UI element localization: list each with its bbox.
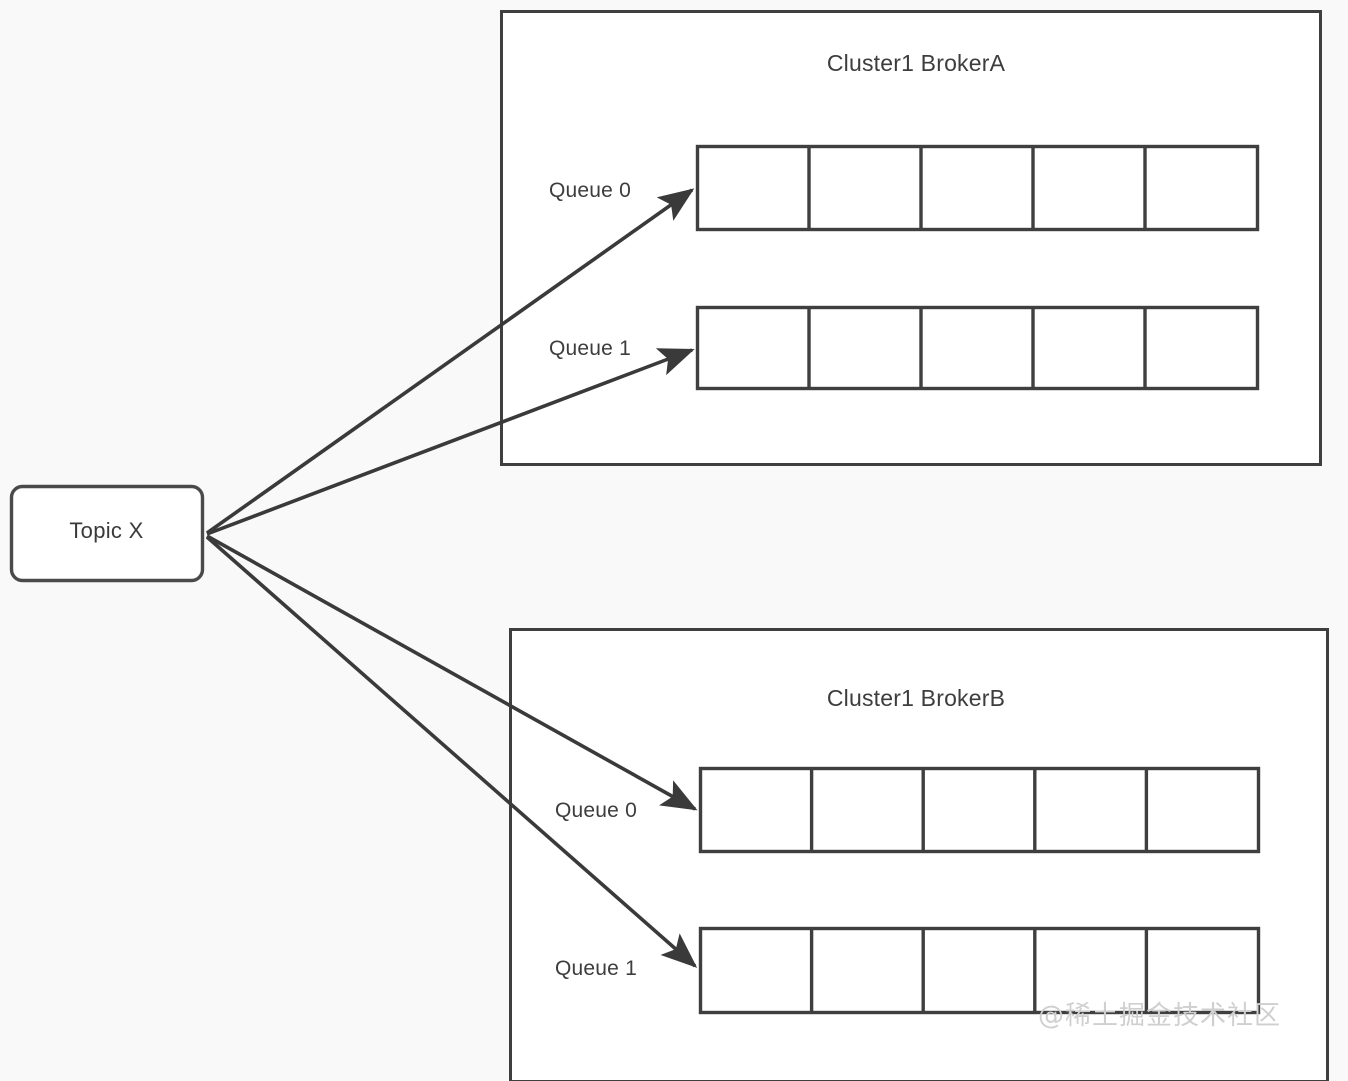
watermark-text: @稀土掘金技术社区 — [1038, 1001, 1282, 1031]
topic-node-label: Topic X — [69, 518, 144, 543]
arrow-topic-to-brokerA-queue0 — [205, 188, 695, 535]
broker-b-title: Cluster1 BrokerB — [826, 685, 1006, 711]
broker-b-queue-0-label: Queue 0 — [555, 799, 637, 822]
broker-a-queue-0-label: Queue 0 — [549, 179, 631, 202]
queue-row-brokerA-1[interactable] — [695, 305, 1260, 391]
topic-node-box[interactable] — [9, 484, 205, 583]
arrow-topic-to-brokerB-queue0 — [206, 534, 698, 811]
broker-a-title: Cluster1 BrokerA — [826, 50, 1006, 76]
queue-row-brokerB-0[interactable] — [698, 766, 1261, 854]
queue-row-brokerA-0[interactable] — [695, 144, 1260, 232]
broker-b-queue-1-label: Queue 1 — [555, 957, 637, 980]
arrow-topic-to-brokerA-queue1 — [206, 348, 695, 536]
queue-row-brokerB-1[interactable] — [698, 926, 1261, 1015]
arrow-topic-to-brokerB-queue1 — [205, 535, 698, 968]
broker-a-queue-1-label: Queue 1 — [549, 337, 631, 360]
